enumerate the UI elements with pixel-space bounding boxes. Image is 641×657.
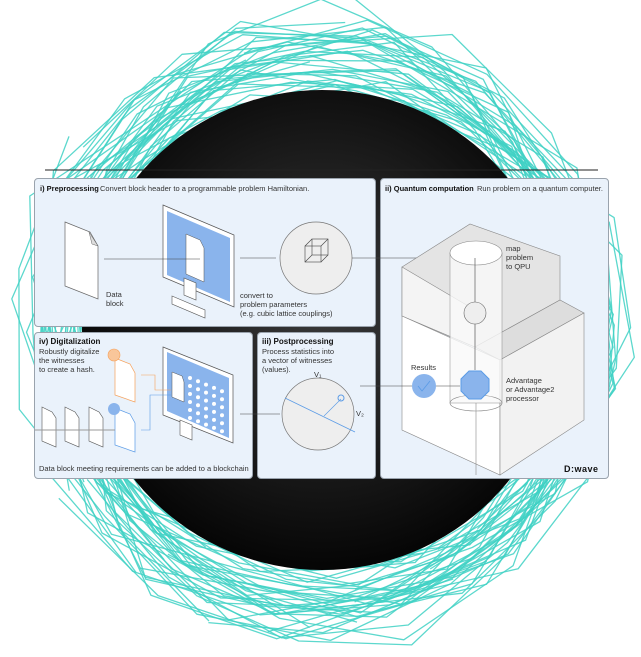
hash-dot	[204, 382, 208, 387]
accepted-document-icon	[114, 407, 136, 453]
blockchain-documents	[41, 406, 104, 448]
hash-dot	[188, 400, 192, 404]
postprocessing-title: iii) Postprocessing	[262, 337, 334, 346]
v2-axis-label: V₂	[356, 409, 364, 418]
hash-dot	[188, 384, 192, 388]
hash-dot	[212, 393, 216, 398]
hash-dot	[212, 425, 216, 430]
results-check-icon	[412, 374, 436, 398]
dwave-logo: D:wave	[564, 464, 599, 474]
hash-dot	[220, 413, 224, 418]
hash-dot	[188, 376, 192, 380]
cubic-lattice-circle	[279, 221, 353, 295]
postprocessing-description: a vector of witnesses	[262, 356, 333, 365]
teal-ring	[40, 83, 614, 563]
hash-dot	[212, 401, 216, 406]
blockchain-footer: Data block meeting requirements can be a…	[39, 464, 249, 473]
postprocessing-description: Process statistics into	[262, 347, 335, 356]
hash-dot	[196, 419, 200, 424]
digitalization-title: iv) Digitalization	[39, 337, 101, 346]
map-label: to QPU	[506, 262, 531, 271]
hash-dot	[220, 429, 224, 434]
data-block-label: Data	[106, 290, 122, 299]
preprocessing-description: Convert block header to a programmable p…	[100, 184, 310, 193]
hash-dot	[204, 414, 208, 419]
hash-dot	[220, 405, 224, 410]
hash-dot	[196, 403, 200, 408]
hash-dot	[220, 421, 224, 426]
hash-dot	[196, 395, 200, 400]
hash-dot	[204, 398, 208, 403]
hash-dot	[204, 390, 208, 395]
processor-icon	[460, 370, 490, 400]
hash-dot	[196, 387, 200, 392]
hash-dot	[220, 389, 224, 394]
digitalization-description: the witnesses	[39, 356, 85, 365]
x-icon	[107, 348, 121, 362]
preprocessing-title: i) Preprocessing	[40, 184, 99, 193]
hash-dot	[212, 385, 216, 390]
digitalization-description: Robustly digitalize	[39, 347, 100, 356]
hash-dot	[212, 409, 216, 414]
rejected-document-icon	[114, 357, 136, 403]
map-label: problem	[506, 253, 534, 262]
processor-label: Advantage	[506, 376, 542, 385]
qpu-mapping-icon	[463, 301, 487, 325]
quantum-computer-block	[401, 223, 585, 476]
postprocessing-description: (values).	[262, 365, 291, 374]
cube-icon	[304, 238, 329, 263]
quantum-description: Run problem on a quantum computer.	[477, 184, 603, 193]
hash-dot	[196, 411, 200, 416]
convert-label: (e.g. cubic lattice couplings)	[240, 309, 333, 318]
monitor-icon	[162, 204, 235, 319]
convert-label: problem parameters	[240, 300, 308, 309]
data-block-label: block	[106, 299, 124, 308]
hash-dot	[204, 422, 208, 427]
processor-label: processor	[506, 394, 539, 403]
hash-dot	[196, 379, 200, 384]
map-label: map	[506, 244, 521, 253]
v1-axis-label: V₁	[314, 370, 322, 379]
hash-dot	[212, 417, 216, 422]
quantum-title: ii) Quantum computation	[385, 184, 474, 193]
monitor-hash-icon	[162, 346, 234, 444]
hash-dot	[220, 397, 224, 402]
hash-dot	[188, 392, 192, 396]
convert-label: convert to	[240, 291, 273, 300]
plus-icon	[108, 403, 120, 415]
processor-label: or Advantage2	[506, 385, 555, 394]
hash-dot	[188, 416, 192, 420]
hash-dot	[188, 408, 192, 412]
data-block-document-icon	[64, 221, 99, 300]
hash-dot	[204, 406, 208, 411]
digitalization-description: to create a hash.	[39, 365, 95, 374]
results-label: Results	[411, 363, 437, 372]
